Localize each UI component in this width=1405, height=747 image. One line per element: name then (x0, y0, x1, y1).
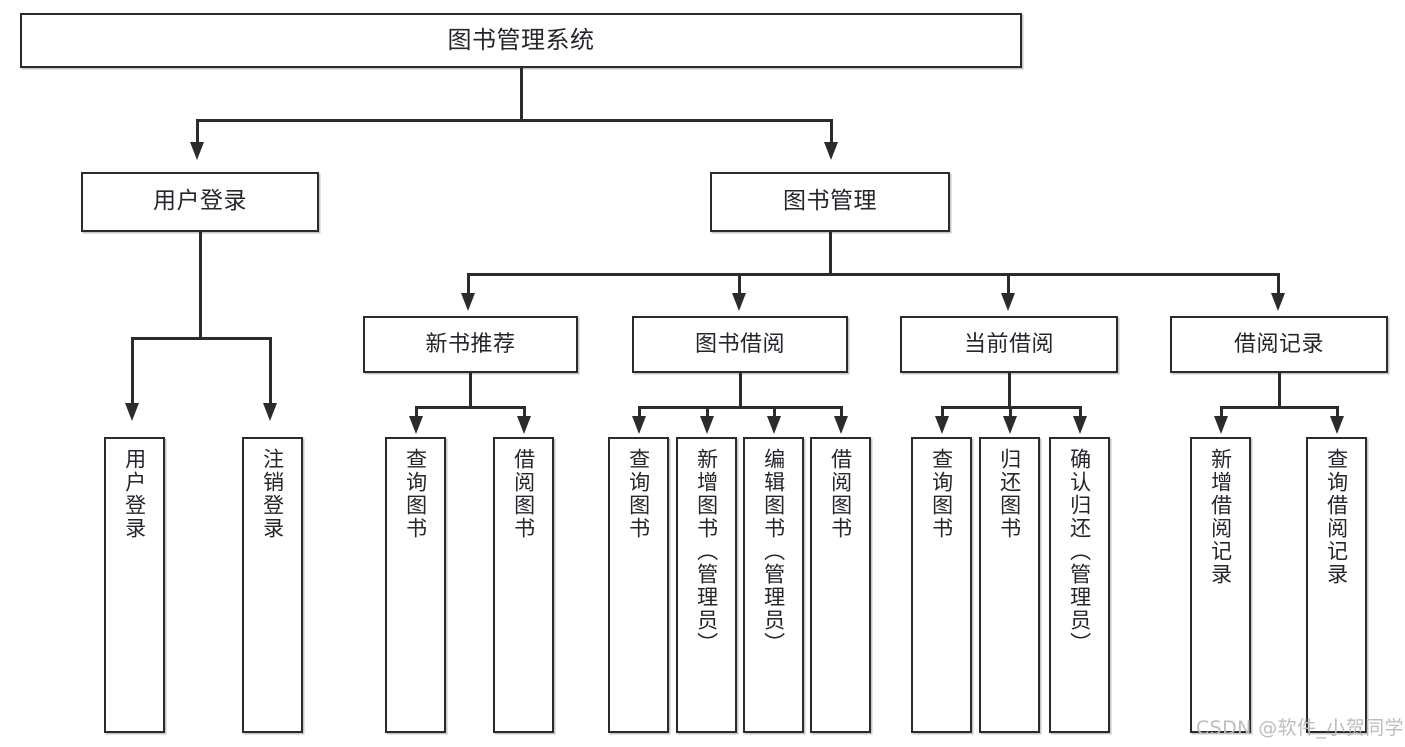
node-label: 用户登录 (122, 448, 147, 540)
arrow-cb-leaf-2 (1003, 416, 1017, 434)
arrow-bm-to-new-book-recommend (461, 293, 475, 311)
connector-cb-stem (1008, 373, 1011, 408)
node-label: 借阅图书 (828, 448, 853, 540)
node-book-management[interactable]: 图书管理 (710, 172, 950, 232)
leaf-cb-query-book[interactable]: 查询图书 (911, 437, 972, 733)
connector-bb-branch-3 (773, 406, 776, 418)
connector-user-login-stem (199, 232, 202, 338)
node-label: 图书借阅 (694, 331, 785, 357)
leaf-user-login-login[interactable]: 用户登录 (104, 437, 165, 733)
node-borrow-record[interactable]: 借阅记录 (1170, 316, 1388, 373)
connector-nbr-bus (415, 406, 525, 409)
node-label: 图书管理系统 (447, 26, 595, 55)
connector-bm-branch-1 (467, 273, 470, 295)
connector-root-to-user-login (196, 119, 199, 144)
arrow-cb-leaf-1 (935, 416, 949, 434)
connector-bm-branch-3 (1007, 273, 1010, 295)
leaf-cb-confirm-return-admin[interactable]: 确认归还（管理员） (1049, 437, 1110, 733)
node-user-login[interactable]: 用户登录 (81, 172, 319, 232)
leaf-bb-query-book[interactable]: 查询图书 (608, 437, 669, 733)
connector-nbr-stem (469, 373, 472, 408)
node-label: 新书推荐 (425, 331, 516, 357)
leaf-cb-return-book[interactable]: 归还图书 (979, 437, 1040, 733)
connector-user-login-branch-2 (269, 337, 272, 405)
arrow-bb-leaf-1 (632, 416, 646, 434)
node-root-book-management-system[interactable]: 图书管理系统 (20, 13, 1022, 68)
arrow-root-to-book-management (824, 142, 838, 160)
leaf-bb-borrow-book[interactable]: 借阅图书 (810, 437, 871, 733)
node-label: 归还图书 (997, 448, 1022, 540)
connector-bb-branch-2 (706, 406, 709, 418)
node-current-borrow[interactable]: 当前借阅 (900, 316, 1118, 373)
arrow-br-leaf-1 (1214, 416, 1228, 434)
connector-root-bus (196, 119, 832, 122)
arrow-bm-to-current-borrow (1001, 293, 1015, 311)
connector-bm-branch-2 (738, 273, 741, 295)
connector-book-management-stem (829, 232, 832, 274)
node-label: 查询图书 (626, 448, 651, 540)
connector-user-login-branch-1 (131, 337, 134, 405)
node-label: 编辑图书（管理员） (761, 448, 786, 655)
node-label: 新增图书（管理员） (694, 448, 719, 655)
arrow-user-login-leaf-2 (263, 403, 277, 421)
leaf-br-query-record[interactable]: 查询借阅记录 (1306, 437, 1367, 733)
node-label: 借阅记录 (1233, 331, 1324, 357)
arrow-bm-to-book-borrow (732, 293, 746, 311)
arrow-nbr-leaf-1 (409, 416, 423, 434)
connector-bm-branch-4 (1277, 273, 1280, 295)
connector-user-login-bus (131, 337, 271, 340)
connector-root-to-book-management (830, 119, 833, 144)
node-label: 查询图书 (403, 448, 428, 540)
node-label: 借阅图书 (511, 448, 536, 540)
connector-bb-bus (638, 406, 842, 409)
connector-cb-branch-3 (1079, 406, 1082, 418)
node-label: 用户登录 (153, 188, 247, 215)
connector-root-stem (520, 68, 523, 120)
connector-br-branch-1 (1220, 406, 1223, 418)
leaf-user-login-logout[interactable]: 注销登录 (242, 437, 303, 733)
connector-cb-branch-2 (1009, 406, 1012, 418)
node-label: 注销登录 (260, 448, 285, 540)
connector-nbr-branch-1 (415, 406, 418, 418)
connector-bb-branch-1 (638, 406, 641, 418)
node-label: 查询图书 (929, 448, 954, 540)
arrow-bb-leaf-3 (767, 416, 781, 434)
leaf-bb-edit-book-admin[interactable]: 编辑图书（管理员） (743, 437, 804, 733)
node-label: 确认归还（管理员） (1067, 448, 1092, 655)
connector-br-bus (1220, 406, 1338, 409)
node-label: 图书管理 (783, 188, 877, 215)
connector-bb-branch-4 (840, 406, 843, 418)
node-label: 当前借阅 (963, 331, 1054, 357)
leaf-br-add-record[interactable]: 新增借阅记录 (1190, 437, 1251, 733)
leaf-nbr-query-book[interactable]: 查询图书 (385, 437, 446, 733)
arrow-user-login-leaf-1 (125, 403, 139, 421)
leaf-bb-add-book-admin[interactable]: 新增图书（管理员） (676, 437, 737, 733)
node-new-book-recommend[interactable]: 新书推荐 (363, 316, 578, 373)
connector-br-stem (1278, 373, 1281, 408)
node-book-borrow[interactable]: 图书借阅 (632, 316, 848, 373)
arrow-nbr-leaf-2 (517, 416, 531, 434)
arrow-cb-leaf-3 (1073, 416, 1087, 434)
node-label: 查询借阅记录 (1324, 448, 1349, 586)
connector-bb-stem (739, 373, 742, 408)
connector-nbr-branch-2 (523, 406, 526, 418)
connector-book-management-bus (467, 273, 1279, 276)
arrow-bb-leaf-4 (834, 416, 848, 434)
connector-br-branch-2 (1336, 406, 1339, 418)
arrow-bb-leaf-2 (700, 416, 714, 434)
arrow-br-leaf-2 (1330, 416, 1344, 434)
arrow-bm-to-borrow-record (1271, 293, 1285, 311)
arrow-root-to-user-login (190, 142, 204, 160)
leaf-nbr-borrow-book[interactable]: 借阅图书 (493, 437, 554, 733)
node-label: 新增借阅记录 (1208, 448, 1233, 586)
connector-cb-branch-1 (941, 406, 944, 418)
